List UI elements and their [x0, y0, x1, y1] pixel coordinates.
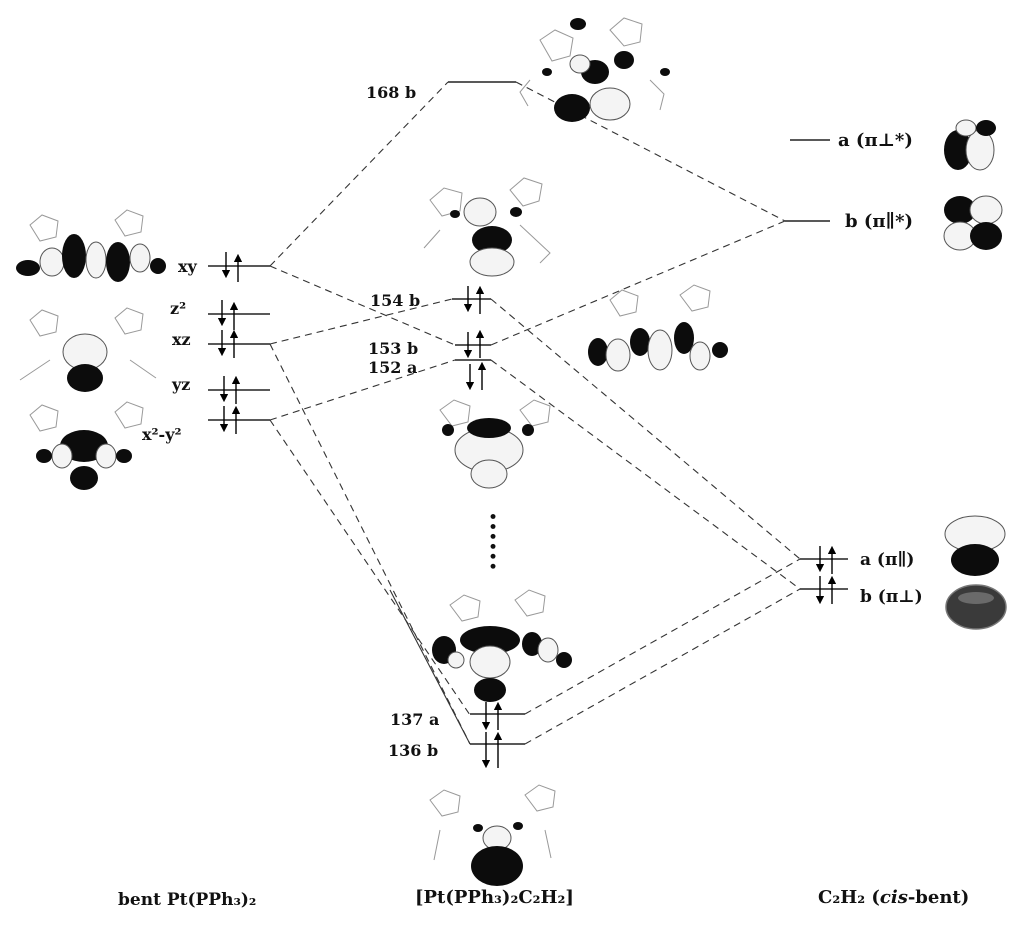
correlation-lines [269, 81, 801, 745]
orbital-154b-image [423, 177, 551, 277]
label-152a: 152 a [368, 358, 417, 377]
title-right-fragment: C₂H₂ (cis-bent) [818, 887, 969, 908]
electron-pairs-complex [463, 285, 503, 769]
label-136b: 136 b [388, 741, 438, 760]
label-xz: xz [172, 330, 191, 349]
corr-137a-api [524, 558, 801, 715]
label-b-piperp: b (π⊥) [860, 587, 923, 607]
orbital-xy-image [16, 209, 166, 282]
corr-xz-154b [269, 298, 453, 345]
orbital-153b-image [588, 284, 728, 372]
corr-x2y2-137a [269, 419, 471, 716]
orbital-136b-image [429, 784, 556, 886]
electron-pairs-right [815, 545, 837, 605]
left-levels [208, 252, 270, 434]
electron-pairs-left [217, 252, 243, 434]
label-yz: yz [171, 375, 190, 394]
orbital-168b-image [519, 17, 670, 122]
title-right-end: -bent) [908, 887, 969, 908]
label-x2y2: x²-y² [142, 425, 182, 444]
orbital-a-pipar-image [944, 515, 1006, 576]
title-right-main: C₂H₂ ( [818, 887, 880, 908]
label-168b: 168 b [366, 83, 416, 102]
label-xy: xy [178, 257, 198, 276]
orbital-b-piperp-image [945, 584, 1007, 630]
orbital-152a-image [439, 399, 551, 489]
label-154b: 154 b [370, 291, 420, 310]
orbital-x2y2-image [29, 401, 144, 490]
orbital-b-pipar-star-image [943, 195, 1003, 251]
orbital-a-piperp-star-image [944, 119, 996, 171]
corr-xz-136b [269, 343, 471, 745]
corr-154b-api [490, 298, 801, 560]
corr-136b-bpi [524, 588, 801, 745]
corr-152a-bpi [490, 359, 801, 590]
title-complex: [Pt(PPh₃)₂C₂H₂] [415, 887, 574, 908]
orbital-z2-image [19, 307, 157, 392]
label-a-piperp-star: a (π⊥*) [838, 130, 913, 151]
label-z2: z² [170, 299, 186, 318]
label-153b: 153 b [368, 339, 418, 358]
complex-levels [448, 81, 525, 769]
title-left-fragment: bent Pt(PPh₃)₂ [118, 890, 256, 910]
right-levels [785, 139, 848, 605]
corr-solid-136b [389, 589, 471, 745]
label-137a: 137 a [390, 710, 439, 729]
label-a-pipar: a (π∥) [860, 550, 914, 570]
title-right-italic: cis [880, 887, 908, 908]
corr-xy-168b [269, 81, 449, 267]
label-b-pipar-star: b (π∥*) [845, 211, 913, 232]
corr-153b-bpar-star [490, 220, 786, 346]
orbital-137a-image [432, 589, 572, 702]
corr-x2y2-152a [269, 359, 456, 421]
ellipsis-dots: •••••• [484, 512, 500, 572]
corr-xy-153b [269, 265, 456, 346]
